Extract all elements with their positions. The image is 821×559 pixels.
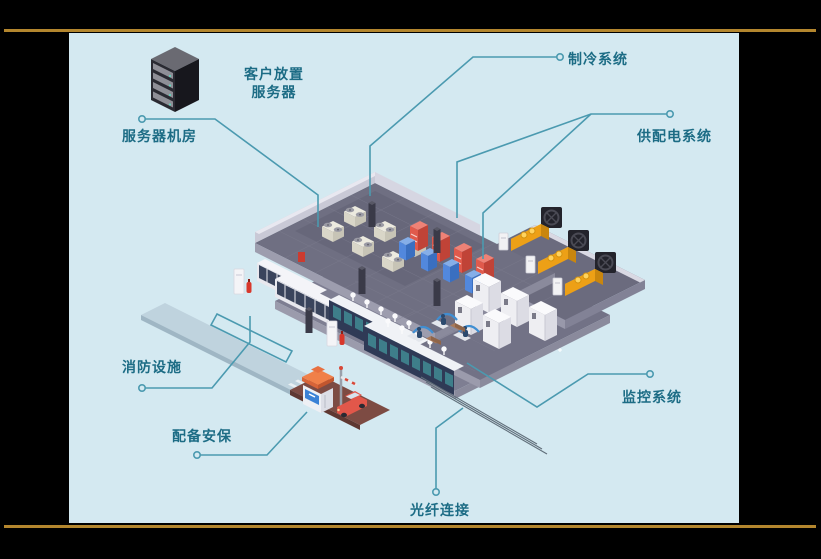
label-power-system: 供配电系统: [637, 128, 712, 144]
leader-line-server-room: [142, 118, 319, 227]
fiber-cables-icon: [420, 376, 548, 455]
leader-dot-power: [665, 110, 674, 119]
power-cabinets-icon: [455, 273, 557, 349]
leader-dot-fire: [138, 383, 147, 392]
leader-dot-cooling: [555, 52, 564, 61]
label-security: 配备安保: [172, 428, 232, 444]
leader-dots: [138, 52, 674, 496]
label-monitoring-system: 监控系统: [622, 389, 682, 405]
leader-line-security: [197, 411, 308, 456]
sparkle: [558, 348, 562, 352]
bottom-rule: [4, 525, 816, 528]
label-customer-servers: 客户放置 服务器: [215, 65, 333, 101]
barrier-gate-icon: [339, 366, 358, 407]
leader-dot-monitoring: [645, 369, 654, 378]
guard-booth-icon: [302, 366, 334, 413]
leader-line-cooling: [369, 56, 560, 196]
label-customer-servers-line1: 客户放置: [244, 66, 304, 82]
leader-outline-fire-zone: [209, 312, 294, 364]
diagram-panel: 客户放置 服务器 服务器机房 制冷系统 供配电系统 消防设施 配备安保 监控系统…: [69, 33, 739, 523]
monitoring-stations-icon: [407, 312, 480, 345]
leader-line-monitoring: [466, 362, 650, 408]
datacenter-illustration: [138, 47, 674, 496]
fire-extinguisher-icon: [233, 252, 345, 347]
leader-dot-server-room: [138, 115, 147, 124]
label-fire-facilities: 消防设施: [122, 359, 182, 375]
server-rack-tower-icon: [151, 47, 199, 112]
leader-line-power-a: [456, 113, 670, 218]
label-server-room: 服务器机房: [122, 128, 197, 144]
pillars: [305, 201, 441, 333]
leader-dot-security: [193, 450, 202, 459]
leader-line-power-b: [482, 113, 592, 259]
label-customer-servers-line2: 服务器: [251, 84, 297, 100]
rear-walls: [255, 172, 480, 243]
car-icon: [337, 391, 367, 418]
server-rack-rows-icon: [329, 292, 464, 395]
leader-line-fire: [142, 316, 251, 389]
storage-racks-icon: [257, 259, 345, 328]
top-rule: [4, 29, 816, 32]
leader-dot-fiber: [431, 487, 440, 496]
label-cooling-system: 制冷系统: [568, 51, 628, 67]
leader-lines: [142, 56, 670, 492]
label-fiber-connection: 光纤连接: [410, 502, 470, 518]
diesel-generators-icon: [498, 207, 616, 296]
leader-line-fiber: [435, 407, 464, 492]
